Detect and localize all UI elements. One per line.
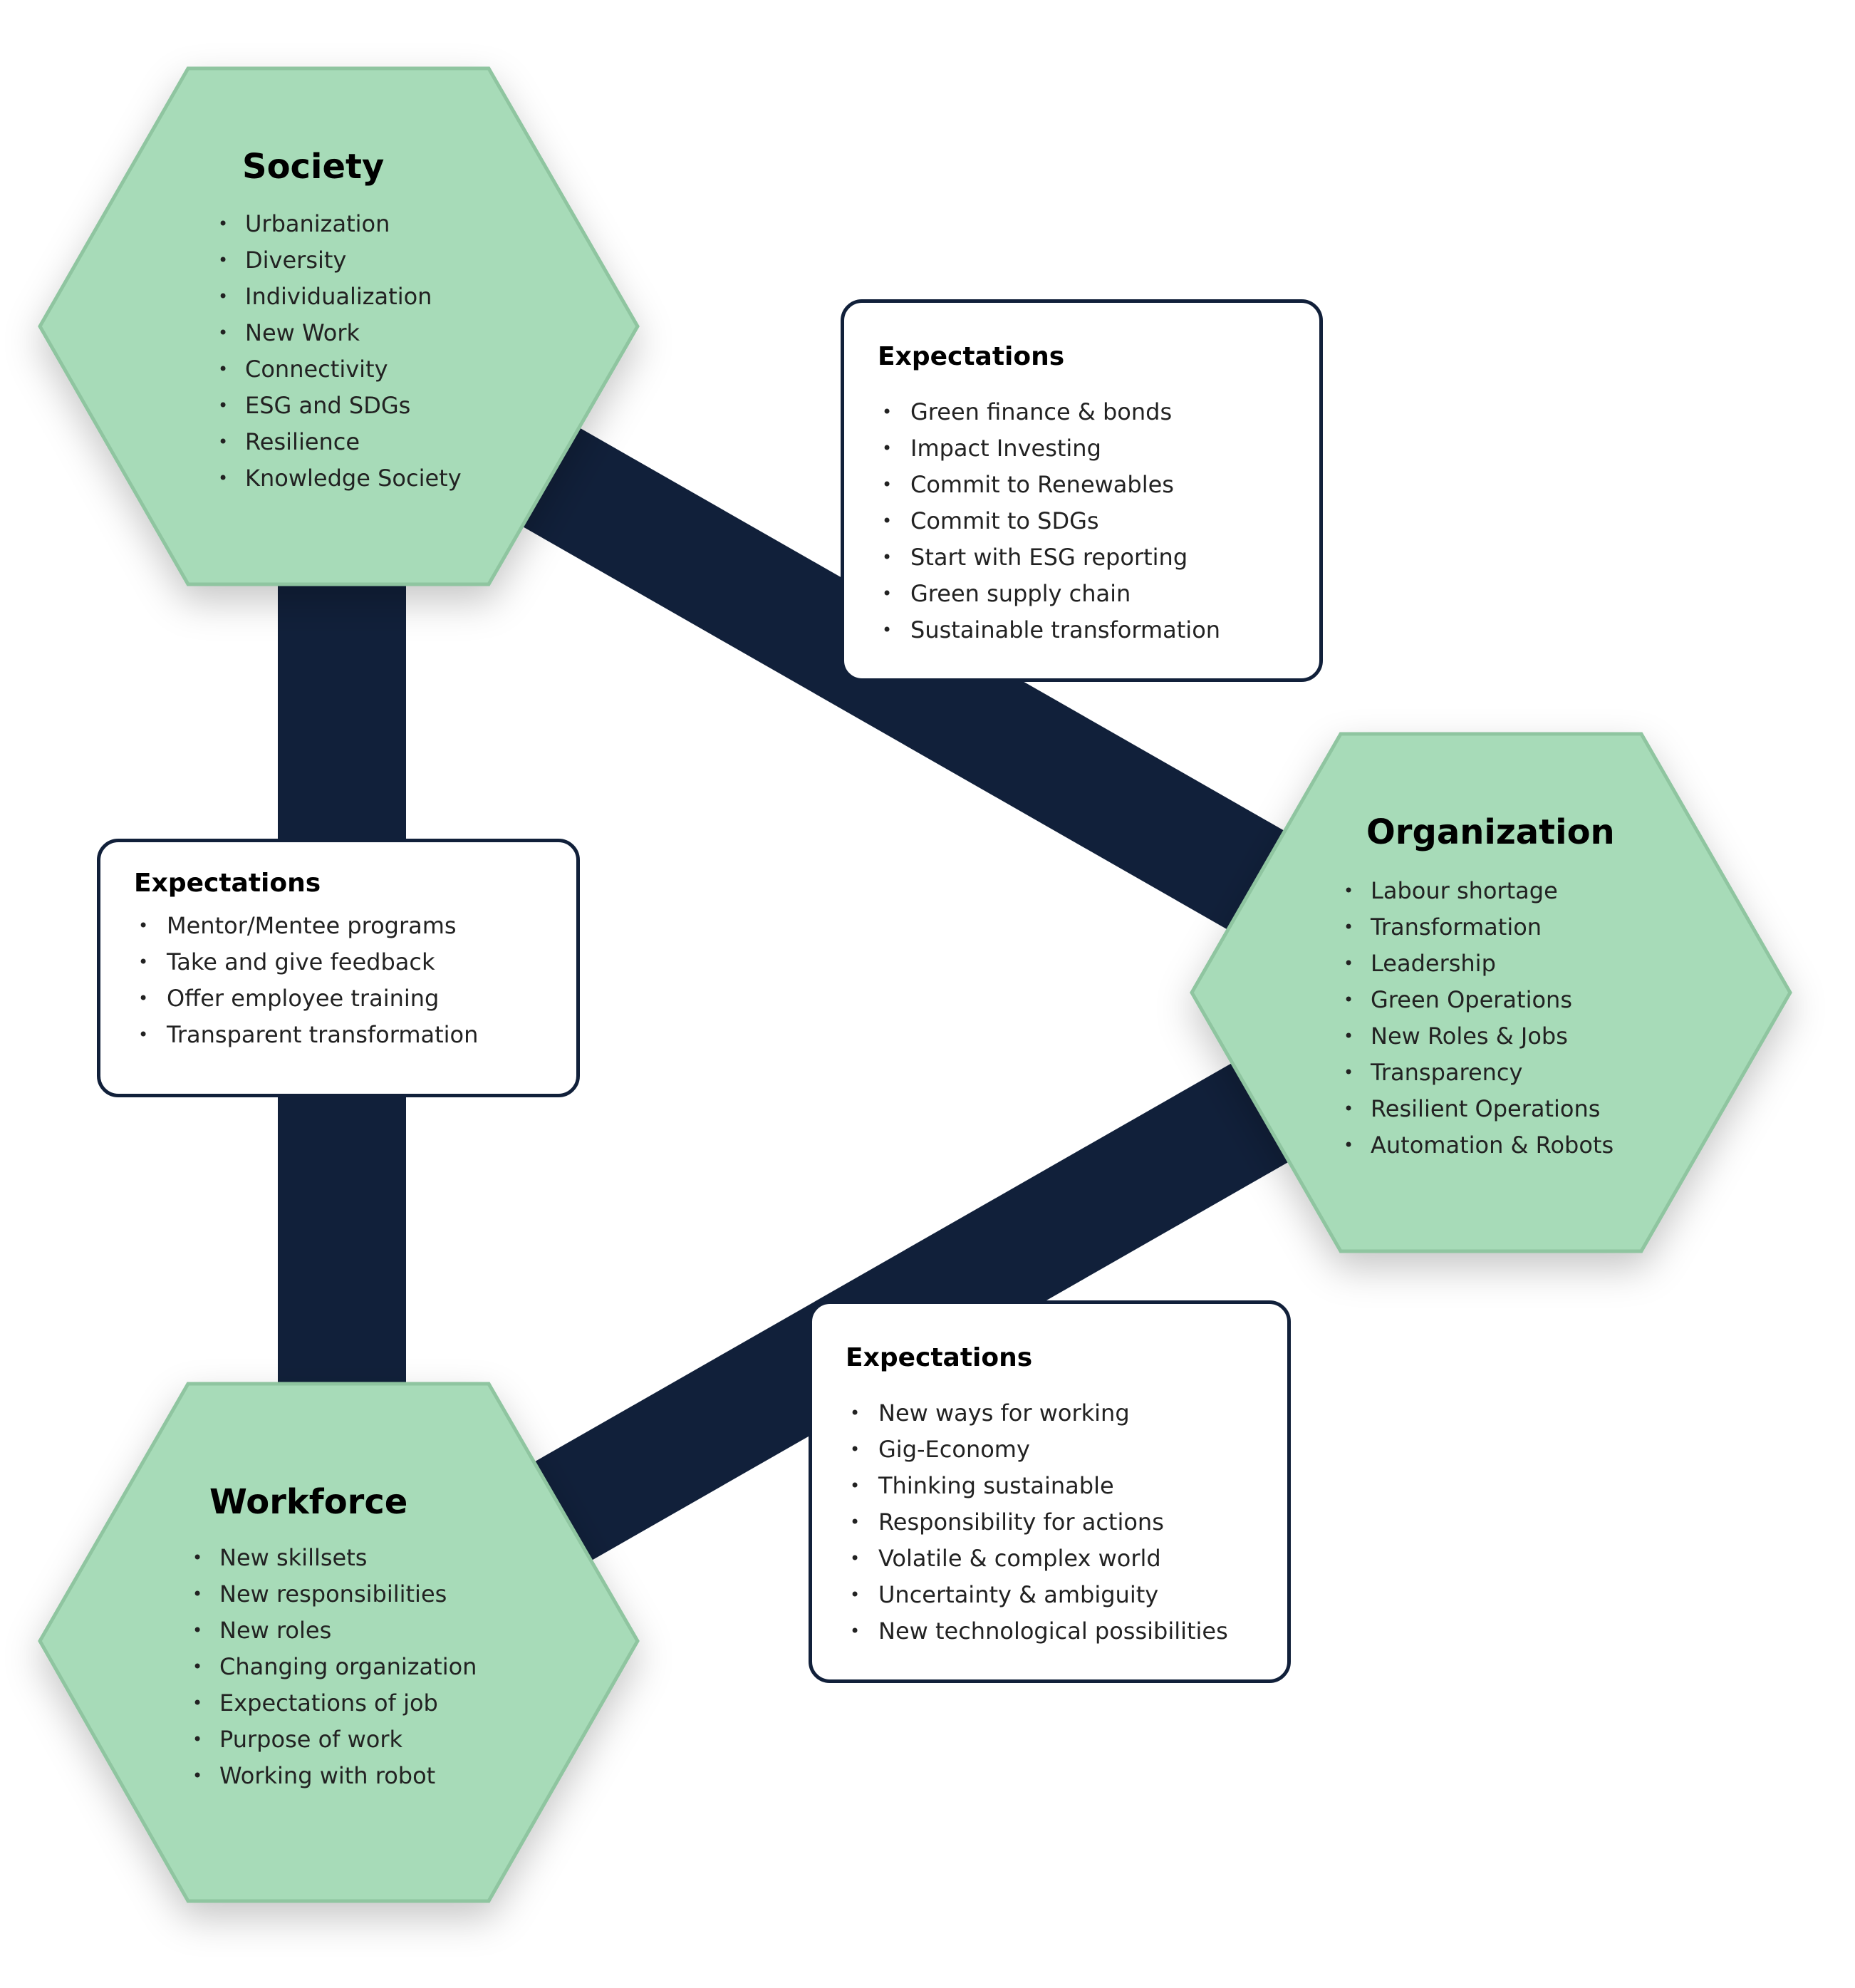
organization-node: Organization Labour shortage Transformat…: [1344, 814, 1615, 1164]
list-item: New skillsets: [192, 1540, 477, 1576]
list-item: Take and give feedback: [134, 944, 576, 980]
list-item: Leadership: [1344, 946, 1615, 982]
list-item: Urbanization: [218, 206, 462, 242]
expectations-title: Expectations: [134, 869, 321, 898]
list-item: Purpose of work: [192, 1722, 477, 1758]
society-title: Society: [242, 147, 385, 187]
list-item: Mentor/Mentee programs: [134, 908, 576, 944]
list-item: Working with robot: [192, 1758, 477, 1794]
list-item: Responsibility for actions: [846, 1504, 1287, 1541]
list-item: Uncertainty & ambiguity: [846, 1577, 1287, 1613]
expectations-title: Expectations: [846, 1343, 1033, 1372]
list-item: Green Operations: [1344, 982, 1615, 1018]
list-item: Individualization: [218, 279, 462, 315]
society-list: Urbanization Diversity Individualization…: [218, 206, 462, 497]
expectations-list: New ways for working Gig-Economy Thinkin…: [846, 1395, 1287, 1650]
list-item: Resilience: [218, 424, 462, 460]
workforce-title: Workforce: [209, 1482, 408, 1522]
expectations-list: Green finance & bonds Impact Investing C…: [878, 394, 1319, 648]
list-item: Transparency: [1344, 1055, 1615, 1091]
workforce-list: New skillsets New responsibilities New r…: [192, 1540, 477, 1794]
list-item: Commit to SDGs: [878, 503, 1319, 539]
list-item: New roles: [192, 1612, 477, 1649]
list-item: New responsibilities: [192, 1576, 477, 1612]
list-item: Impact Investing: [878, 430, 1319, 467]
expectations-box-society-organization: Expectations Green finance & bonds Impac…: [841, 299, 1323, 682]
list-item: Transparent transformation: [134, 1017, 576, 1053]
list-item: Commit to Renewables: [878, 467, 1319, 503]
expectations-list: Mentor/Mentee programs Take and give fee…: [134, 908, 576, 1053]
organization-title: Organization: [1366, 812, 1615, 852]
list-item: New Roles & Jobs: [1344, 1018, 1615, 1055]
list-item: New Work: [218, 315, 462, 351]
list-item: Expectations of job: [192, 1685, 477, 1722]
list-item: Volatile & complex world: [846, 1541, 1287, 1577]
list-item: New ways for working: [846, 1395, 1287, 1432]
expectations-title: Expectations: [878, 342, 1065, 371]
society-node: Society Urbanization Diversity Individua…: [218, 148, 462, 497]
expectations-box-society-workforce: Expectations Mentor/Mentee programs Take…: [97, 839, 580, 1097]
list-item: Sustainable transformation: [878, 612, 1319, 648]
list-item: Diversity: [218, 242, 462, 279]
list-item: Green finance & bonds: [878, 394, 1319, 430]
list-item: Knowledge Society: [218, 460, 462, 497]
list-item: Connectivity: [218, 351, 462, 388]
list-item: Thinking sustainable: [846, 1468, 1287, 1504]
list-item: Transformation: [1344, 909, 1615, 946]
list-item: Offer employee training: [134, 980, 576, 1017]
list-item: Start with ESG reporting: [878, 539, 1319, 576]
expectations-box-workforce-organization: Expectations New ways for working Gig-Ec…: [809, 1300, 1291, 1683]
list-item: New technological possibilities: [846, 1613, 1287, 1650]
list-item: Gig-Economy: [846, 1432, 1287, 1468]
list-item: Green supply chain: [878, 576, 1319, 612]
list-item: Changing organization: [192, 1649, 477, 1685]
list-item: Resilient Operations: [1344, 1091, 1615, 1127]
workforce-node: Workforce New skillsets New responsibili…: [192, 1484, 477, 1794]
list-item: Labour shortage: [1344, 873, 1615, 909]
organization-list: Labour shortage Transformation Leadershi…: [1344, 873, 1615, 1164]
list-item: ESG and SDGs: [218, 388, 462, 424]
list-item: Automation & Robots: [1344, 1127, 1615, 1164]
